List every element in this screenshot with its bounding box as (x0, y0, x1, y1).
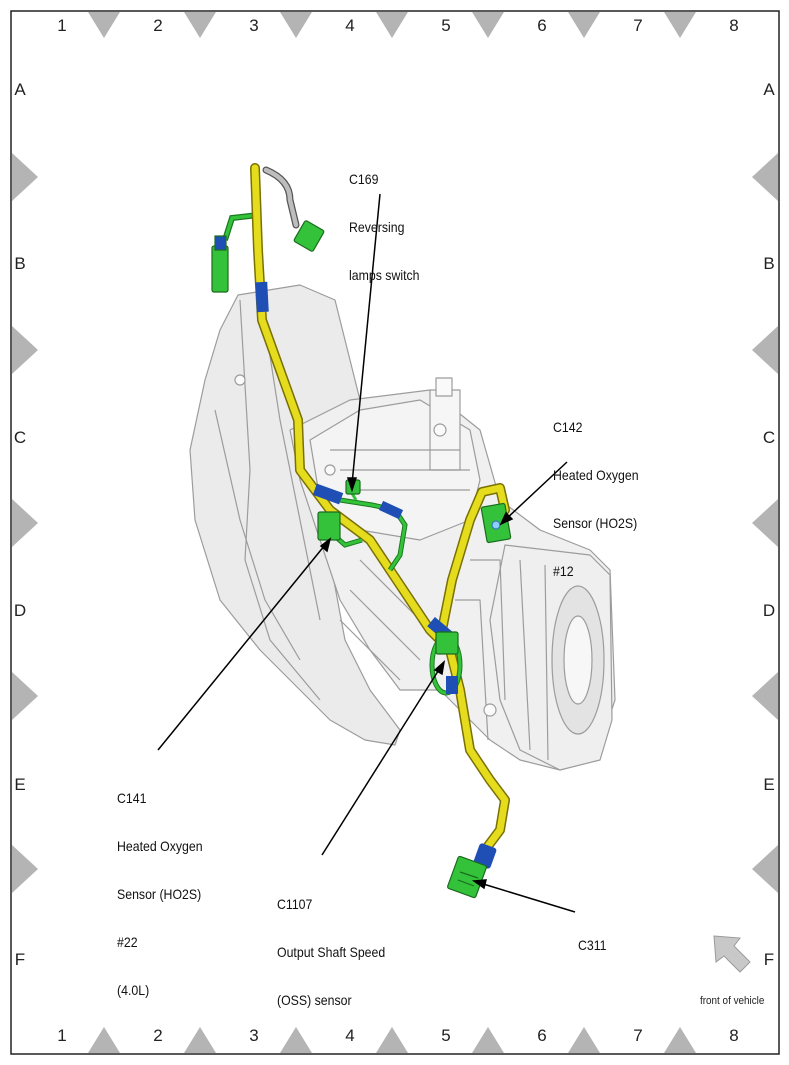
grid-row-label: C (13, 428, 27, 447)
grid-col-label: 7 (633, 1026, 643, 1045)
callout-line: Sensor (HO2S) (117, 886, 202, 902)
callout-line: Sensor (HO2S) (553, 515, 638, 531)
callout-line: #22 (117, 934, 138, 950)
callout-line: #12 (553, 563, 574, 579)
grid-col-label: 4 (345, 16, 355, 35)
grid-col-label: 3 (249, 16, 259, 35)
grid-col-label: 6 (537, 1026, 547, 1045)
grid-row-label: D (13, 601, 27, 620)
grid-col-label: 3 (249, 1026, 259, 1045)
right-grid-markers (752, 153, 778, 893)
connector-upper-left (211, 245, 229, 293)
grid-col-label: 1 (57, 1026, 67, 1045)
grid-row-label: F (763, 950, 775, 969)
callout-c142: C142 Heated Oxygen Sensor (HO2S) #12 (553, 387, 639, 595)
grid-row-label: B (763, 254, 775, 273)
callout-c1107: C1107 Output Shaft Speed (OSS) sensor (277, 864, 385, 1024)
front-of-vehicle-arrow (713, 935, 751, 973)
grid-row-label: A (14, 80, 26, 99)
grid-row-label: F (14, 950, 26, 969)
grid-row-label: E (14, 775, 26, 794)
grid-row-label: B (14, 254, 26, 273)
callout-line: Reversing (349, 219, 405, 235)
callout-line: (OSS) sensor (277, 992, 352, 1008)
bottom-grid-markers (88, 1027, 696, 1053)
callout-line: C169 (349, 171, 379, 187)
connector-c1107 (435, 631, 459, 655)
main-harness (250, 163, 510, 855)
left-grid-markers (12, 153, 38, 893)
grid-col-label: 5 (441, 16, 451, 35)
grid-col-label: 8 (729, 16, 739, 35)
grid-row-label: A (763, 80, 775, 99)
green-branch-upper (222, 212, 259, 241)
front-of-vehicle-label: front of vehicle (700, 995, 765, 1007)
top-grid-markers (88, 12, 696, 38)
callout-line: C142 (553, 419, 583, 435)
gray-wire (262, 166, 300, 229)
grid-col-label: 4 (345, 1026, 355, 1045)
callout-line: C1107 (277, 896, 313, 912)
callout-c311: C311 (578, 905, 607, 969)
grid-col-label: 2 (153, 1026, 163, 1045)
callout-line: lamps switch (349, 267, 420, 283)
callout-c141: C141 Heated Oxygen Sensor (HO2S) #22 (4.… (117, 758, 203, 1014)
grid-col-label: 8 (729, 1026, 739, 1045)
grid-col-label: 6 (537, 16, 547, 35)
leader-lines (157, 193, 576, 913)
grid-row-label: C (762, 428, 776, 447)
callout-line: (4.0L) (117, 982, 150, 998)
grid-col-label: 1 (57, 16, 67, 35)
connectors (211, 220, 512, 899)
diagram-border (10, 10, 780, 1055)
callout-line: Heated Oxygen (117, 838, 203, 854)
grid-col-label: 2 (153, 16, 163, 35)
callout-line: Output Shaft Speed (277, 944, 386, 960)
callout-line: C141 (117, 790, 147, 806)
grid-row-label: E (763, 775, 775, 794)
connector-upper-gray (293, 220, 325, 252)
grid-row-label: D (762, 601, 776, 620)
callout-c169: C169 Reversing lamps switch (349, 139, 420, 299)
grid-col-label: 7 (633, 16, 643, 35)
grid-col-label: 5 (441, 1026, 451, 1045)
connector-c141 (317, 511, 341, 541)
callout-line: C311 (578, 937, 607, 953)
callout-line: Heated Oxygen (553, 467, 639, 483)
